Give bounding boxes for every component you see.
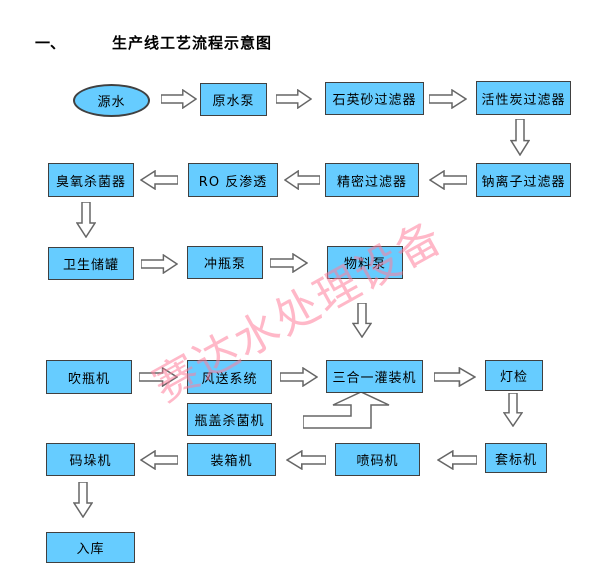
arrow-bent-up-icon	[303, 391, 390, 429]
arrow-left-icon	[284, 170, 320, 190]
node-palletizer: 码垛机	[46, 443, 135, 476]
arrow-right-icon	[276, 89, 312, 109]
node-air-conveying-system: 风送系统	[187, 360, 272, 394]
node-material-pump: 物料泵	[327, 246, 403, 279]
arrow-left-icon	[286, 450, 326, 470]
arrow-down-icon	[76, 202, 96, 238]
arrow-left-icon	[140, 170, 178, 190]
node-source-water: 源水	[73, 84, 150, 117]
node-ozone-sterilizer: 臭氧杀菌器	[48, 163, 134, 197]
arrow-right-icon	[139, 367, 178, 387]
arrow-down-icon	[510, 119, 530, 156]
arrow-right-icon	[141, 254, 178, 274]
arrow-right-icon	[280, 367, 318, 387]
arrow-left-icon	[437, 450, 477, 470]
node-quartz-sand-filter: 石英砂过滤器	[325, 82, 424, 115]
arrow-right-icon	[434, 367, 476, 387]
arrow-left-icon	[140, 450, 178, 470]
node-bottle-blowing-machine: 吹瓶机	[46, 360, 132, 394]
arrow-right-icon	[270, 253, 308, 273]
node-activated-carbon-filter: 活性炭过滤器	[476, 81, 571, 115]
node-bottle-rinsing-pump: 冲瓶泵	[187, 246, 263, 279]
node-sodium-ion-filter: 钠离子过滤器	[476, 163, 571, 197]
arrow-down-icon	[503, 393, 523, 427]
arrow-left-icon	[429, 170, 467, 190]
node-ro-reverse-osmosis: RO 反渗透	[188, 163, 278, 197]
page-title: 生产线工艺流程示意图	[112, 34, 273, 52]
node-case-packer: 装箱机	[187, 443, 276, 476]
arrow-right-icon	[429, 89, 467, 109]
arrow-down-icon	[352, 303, 372, 338]
heading-number: 一、	[35, 34, 66, 52]
node-inkjet-coder: 喷码机	[335, 443, 420, 476]
arrow-right-icon	[161, 89, 197, 109]
node-warehouse-entry: 入库	[46, 532, 135, 563]
node-cap-sterilizer: 瓶盖杀菌机	[187, 403, 272, 436]
arrow-down-icon	[73, 482, 93, 518]
node-sanitary-storage-tank: 卫生储罐	[48, 247, 134, 280]
node-light-inspection: 灯检	[485, 360, 543, 391]
node-precision-filter: 精密过滤器	[325, 163, 419, 197]
node-raw-water-pump: 原水泵	[200, 83, 267, 116]
node-three-in-one-filling-machine: 三合一灌装机	[326, 360, 423, 393]
node-label-sleeving-machine: 套标机	[485, 443, 547, 473]
